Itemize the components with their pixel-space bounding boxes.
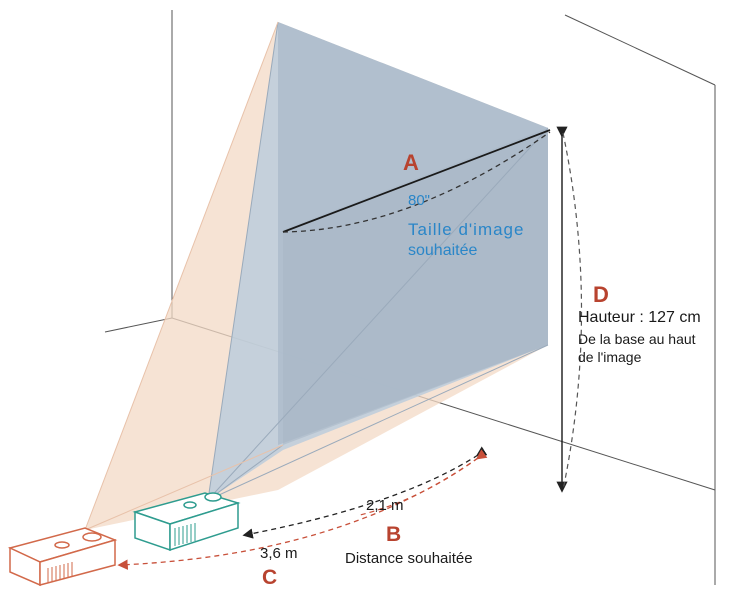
- distance-label: Distance souhaitée: [345, 550, 473, 567]
- label-b: B: [386, 523, 401, 546]
- far-distance-label: 3,6 m: [260, 545, 298, 562]
- diagonal-size-label: 80": [408, 192, 430, 209]
- near-projector: [132, 492, 241, 552]
- label-c: C: [262, 566, 277, 589]
- image-size-label-line2: souhaitée: [408, 242, 477, 259]
- diagonal-line: [282, 129, 551, 233]
- height-label: Hauteur : 127 cm: [578, 309, 701, 326]
- diagonal-dashed-arc: [282, 131, 551, 233]
- near-distance-label: 2,1 m: [366, 497, 404, 514]
- far-distance-arrow: [117, 449, 488, 570]
- far-projector: [7, 527, 118, 587]
- height-note-line2: de l'image: [578, 349, 642, 365]
- height-note-line1: De la base au haut: [578, 331, 696, 347]
- label-d: D: [593, 282, 609, 307]
- image-size-label-line1: Taille d'image: [408, 220, 524, 239]
- height-dashed-arc: [562, 132, 583, 491]
- label-a: A: [403, 150, 419, 175]
